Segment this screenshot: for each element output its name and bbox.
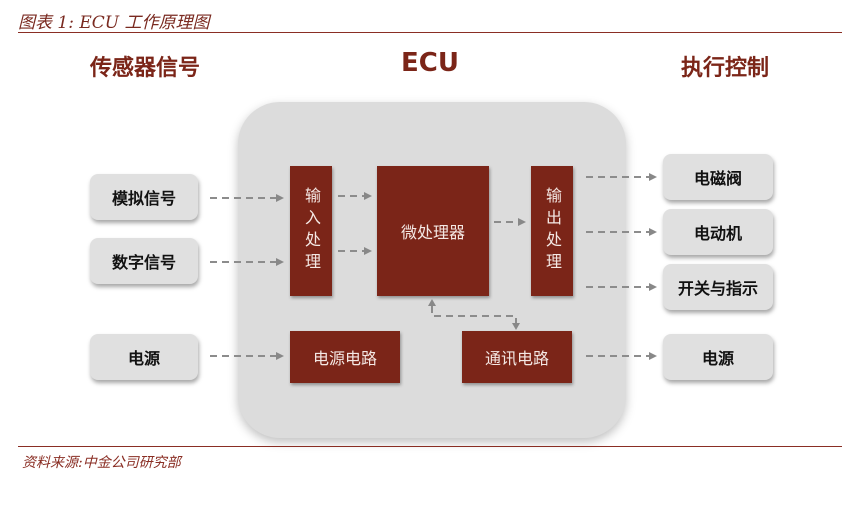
output-switch-indicator: 开关与指示 bbox=[663, 264, 773, 310]
output-processing-label: 输出处理 bbox=[543, 187, 562, 275]
microprocessor-block: 微处理器 bbox=[377, 166, 489, 296]
output-processing-block: 输出处理 bbox=[531, 166, 573, 296]
input-processing-block: 输入处理 bbox=[290, 166, 332, 296]
output-motor: 电动机 bbox=[663, 209, 773, 255]
heading-ecu: ECU bbox=[401, 48, 459, 78]
heading-sensor-signals: 传感器信号 bbox=[89, 56, 200, 81]
output-solenoid-valve: 电磁阀 bbox=[663, 154, 773, 200]
power-circuit-block: 电源电路 bbox=[290, 331, 400, 383]
source-note: 资料来源:中金公司研究部 bbox=[22, 455, 181, 471]
comm-circuit-block: 通讯电路 bbox=[462, 331, 572, 383]
figure-caption: 图表 1: ECU 工作原理图 bbox=[18, 13, 210, 33]
bottom-divider bbox=[18, 446, 842, 447]
top-divider bbox=[18, 32, 842, 33]
input-analog-signal: 模拟信号 bbox=[90, 174, 198, 220]
arrow-mcu-comm-link bbox=[431, 306, 517, 324]
input-processing-label: 输入处理 bbox=[302, 187, 321, 275]
output-power: 电源 bbox=[663, 334, 773, 380]
input-power: 电源 bbox=[90, 334, 198, 380]
heading-actuator-control: 执行控制 bbox=[680, 56, 769, 81]
input-digital-signal: 数字信号 bbox=[90, 238, 198, 284]
